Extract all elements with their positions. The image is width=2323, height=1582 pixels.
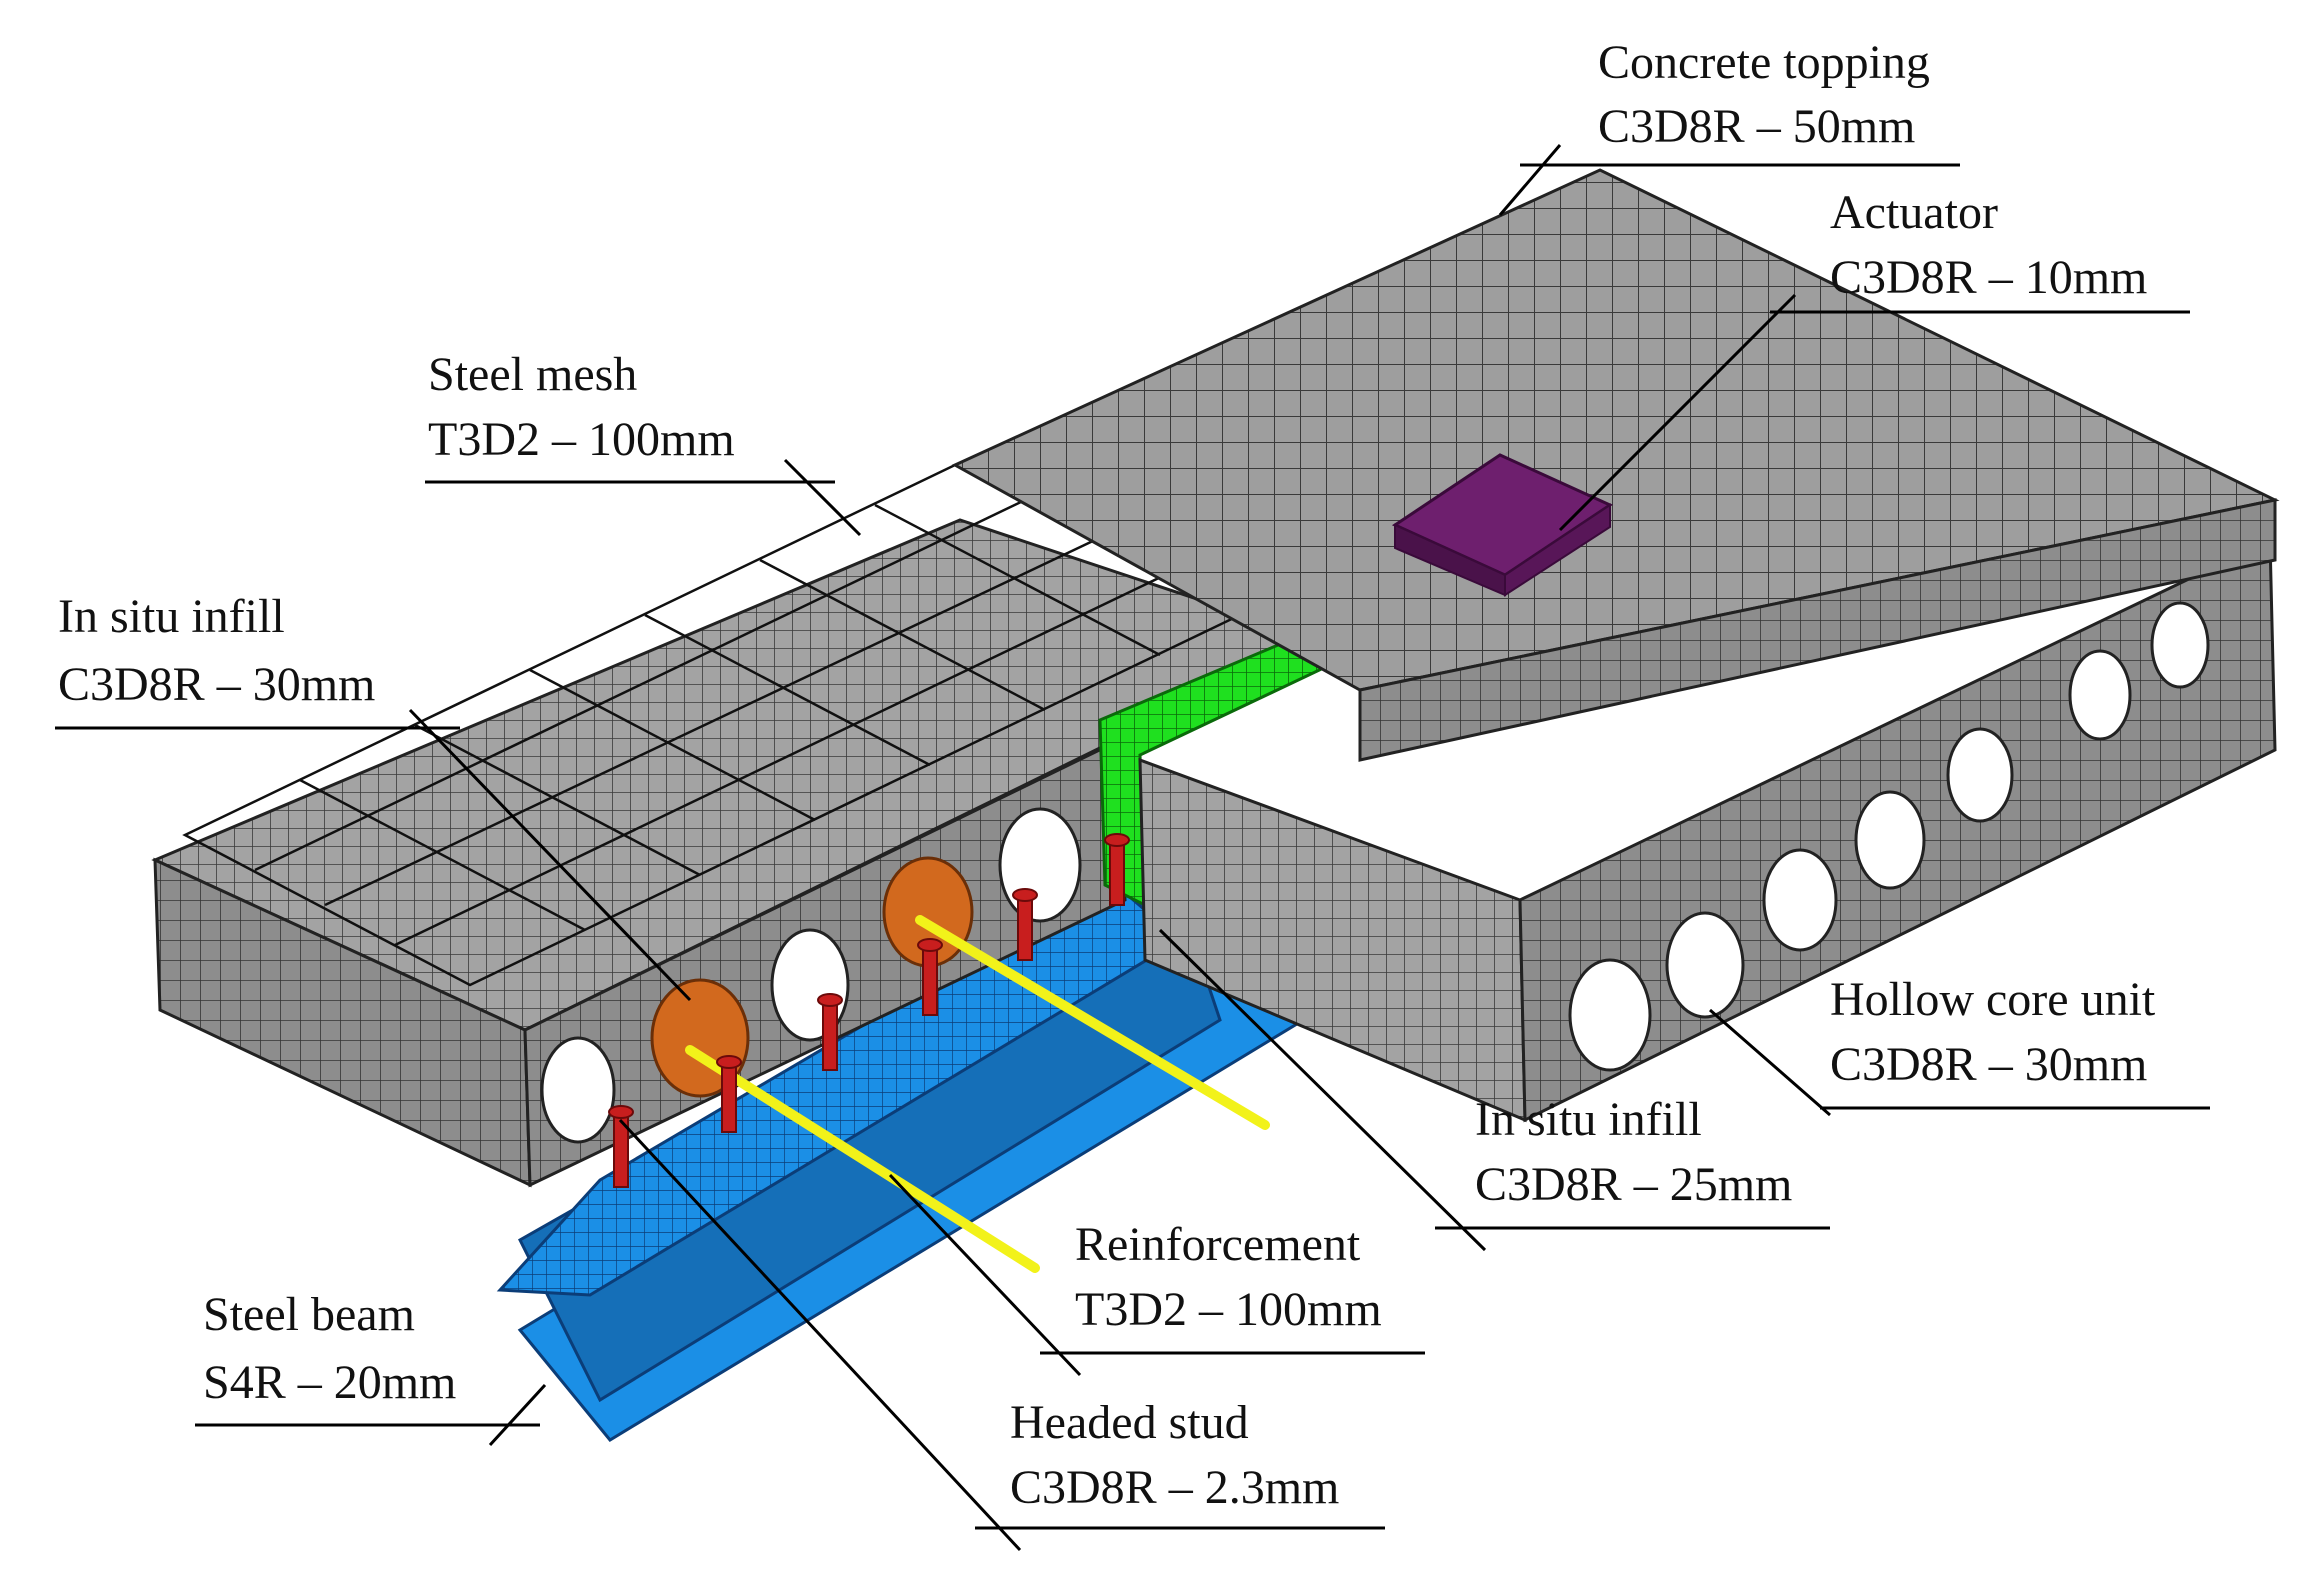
hollow-core-core	[1568, 958, 1652, 1072]
headed-stud	[1012, 888, 1038, 961]
headed-stud	[917, 938, 943, 1016]
label-hollow-core-name: Hollow core unit	[1830, 973, 2156, 1026]
left-slab-core	[540, 1036, 616, 1144]
reinforcement-bar	[685, 1045, 1040, 1273]
label-infill-30-name: In situ infill	[58, 590, 285, 643]
leader-infill-25-arrow	[1158, 928, 1487, 1252]
hollow-core-core	[1762, 848, 1838, 952]
label-headed-stud-name: Headed stud	[1010, 1396, 1249, 1449]
label-headed-stud-spec: C3D8R – 2.3mm	[1010, 1461, 1339, 1514]
label-steel-mesh-name: Steel mesh	[428, 348, 637, 401]
actuator	[1391, 453, 1614, 597]
label-reinforcement-spec: T3D2 – 100mm	[1075, 1283, 1382, 1336]
label-actuator-spec: C3D8R – 10mm	[1830, 251, 2147, 304]
concrete-topping	[951, 168, 2280, 762]
actuator-side	[1504, 503, 1611, 597]
label-concrete-topping-spec: C3D8R – 50mm	[1598, 100, 1915, 153]
label-steel-beam-name: Steel beam	[203, 1288, 415, 1341]
label-steel-mesh-spec: T3D2 – 100mm	[428, 413, 735, 466]
leader-steel-mesh-arrow	[783, 458, 862, 537]
leader-infill-30-arrow	[408, 708, 692, 1002]
leader-lines	[55, 144, 2210, 1552]
label-infill-25-spec: C3D8R – 25mm	[1475, 1158, 1792, 1211]
label-infill-30-spec: C3D8R – 30mm	[58, 658, 375, 711]
label-concrete-topping-name: Concrete topping	[1598, 36, 1930, 89]
hollow-core-core	[1946, 727, 2014, 823]
hollow-core-core	[1854, 790, 1926, 890]
label-hollow-core-spec: C3D8R – 30mm	[1830, 1038, 2147, 1091]
headed-stud	[817, 993, 843, 1071]
left-slab-core	[998, 807, 1082, 923]
leader-hollow-core-arrow	[1709, 1008, 1831, 1117]
headed-studs	[608, 833, 1130, 1188]
headed-stud	[716, 1055, 742, 1133]
label-reinforcement-name: Reinforcement	[1075, 1218, 1361, 1271]
leader-actuator-arrow	[1558, 293, 1797, 532]
hollow-core-core	[2068, 649, 2132, 741]
leader-steel-beam-arrow	[488, 1383, 547, 1447]
label-actuator-name: Actuator	[1830, 186, 1998, 239]
label-infill-25-name: In situ infill	[1475, 1093, 1702, 1146]
concrete-topping-front	[1358, 498, 2277, 762]
reinforcement-bar	[915, 915, 1270, 1130]
label-steel-beam-spec: S4R – 20mm	[203, 1356, 456, 1409]
leader-concrete-topping-arrow	[1498, 144, 1562, 216]
leader-reinforcement-arrow	[888, 1173, 1082, 1377]
headed-stud	[608, 1105, 634, 1188]
headed-stud	[1104, 833, 1130, 906]
hollow-core-core	[2150, 601, 2210, 689]
leader-headed-stud-arrow	[618, 1118, 1022, 1552]
hollow-core-unit	[1138, 537, 2277, 1123]
hollow-core-core	[1665, 911, 1745, 1019]
